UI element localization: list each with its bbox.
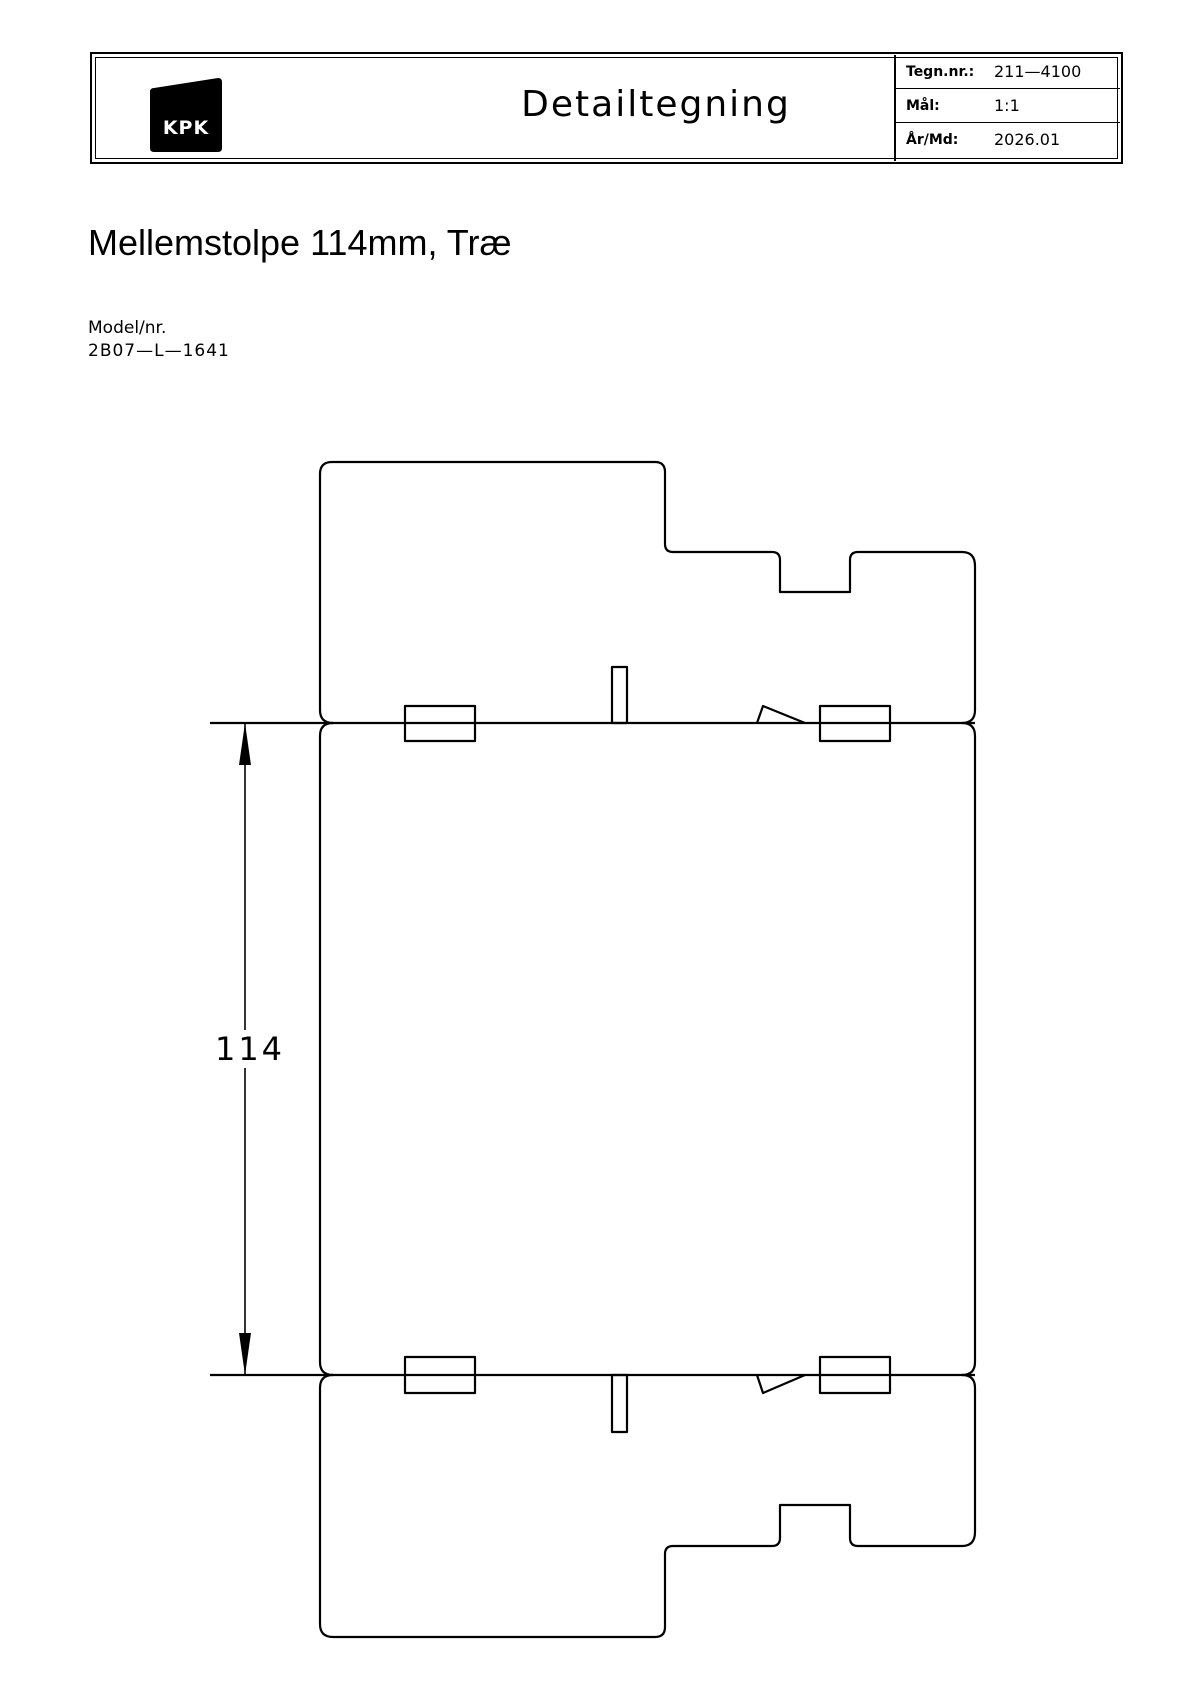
info-label: År/Md:: [906, 132, 959, 148]
lower-profile-outline: [318, 1373, 977, 1639]
info-row-scale: Mål: 1:1: [896, 89, 1120, 123]
stick-bottom: [610, 1373, 629, 1434]
info-value: 211—4100: [994, 62, 1082, 81]
info-value: 2026.01: [994, 130, 1061, 149]
logo-text: KPK: [163, 117, 210, 139]
info-value: 1:1: [994, 96, 1020, 115]
gasket-bottom-left: [403, 1355, 477, 1395]
dimension-arrow-bottom: [239, 1333, 251, 1375]
wedge-top: [755, 704, 806, 725]
model-number: 2B07—L—1641: [88, 341, 230, 361]
gasket-top-left: [403, 704, 477, 743]
dimension-label: 114: [205, 1030, 295, 1068]
upper-profile-outline: [318, 460, 977, 725]
info-label: Tegn.nr.:: [906, 64, 975, 80]
document-type-title: Detailtegning: [521, 84, 791, 125]
page-title: Mellemstolpe 114mm, Træ: [88, 222, 512, 263]
info-row-date: År/Md: 2026.01: [896, 123, 1120, 157]
info-row-drawing-number: Tegn.nr.: 211—4100: [896, 55, 1120, 89]
main-post-outline: [318, 721, 977, 1377]
drawing-info-table: Tegn.nr.: 211—4100 Mål: 1:1 År/Md: 2026.…: [894, 55, 1120, 161]
title-block-inner-border: KPK Detailtegning Tegn.nr.: 211—4100 Mål…: [95, 55, 1120, 161]
stick-top: [610, 665, 629, 725]
gasket-top-right: [818, 704, 892, 743]
kpk-logo: KPK: [150, 78, 222, 152]
gasket-bottom-right: [818, 1355, 892, 1395]
wedge-bottom: [755, 1373, 806, 1395]
info-label: Mål:: [906, 98, 940, 114]
dimension-arrow-top: [239, 723, 251, 765]
model-label: Model/nr.: [88, 318, 167, 338]
upper-profile-left-corner: [318, 709, 334, 725]
title-block: KPK Detailtegning Tegn.nr.: 211—4100 Mål…: [90, 52, 1123, 164]
